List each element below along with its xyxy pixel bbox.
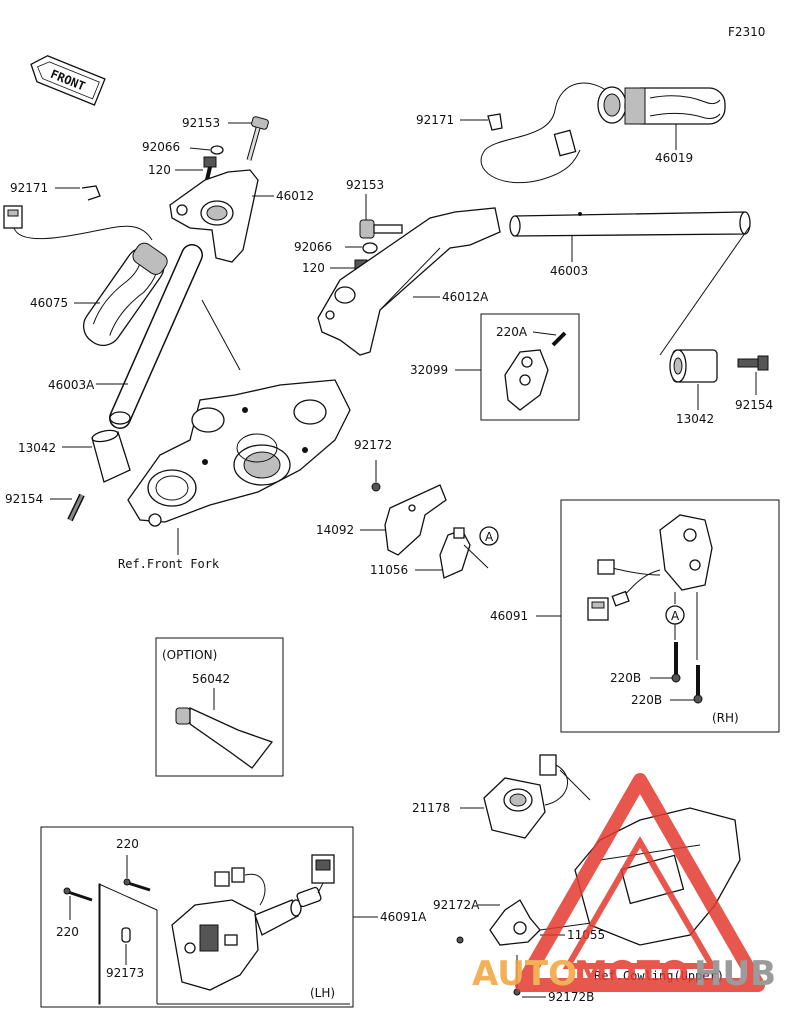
bolt-92154-right: [737, 355, 769, 371]
label-56042: 56042: [192, 672, 230, 686]
grip-46075: [82, 242, 168, 347]
label-46012A: 46012A: [442, 290, 489, 304]
spring-92173: [121, 927, 131, 943]
bolt-92153-mid: [359, 219, 403, 239]
label-220-1: 220: [116, 837, 139, 851]
front-arrow-icon: FRONT: [30, 55, 106, 106]
label-32099: 32099: [410, 363, 448, 377]
bar-end-13042-right: [669, 349, 718, 383]
label-13042-left: 13042: [18, 441, 56, 455]
rh-label: (RH): [712, 711, 739, 725]
screw-92172A: [456, 936, 464, 944]
label-21178: 21178: [412, 801, 450, 815]
grease-tube-56042: [175, 706, 274, 769]
callout-a-1-label: A: [485, 530, 494, 544]
label-220B-1: 220B: [610, 671, 641, 685]
grip-46019: [597, 86, 726, 125]
box-32099: [480, 313, 580, 421]
clip-92171-right: [487, 113, 503, 131]
label-220A: 220A: [496, 325, 528, 339]
bolt-92153-top: [246, 116, 269, 161]
clip-92171-left: [81, 185, 101, 201]
watermark-triangle-outer: [515, 773, 765, 992]
label-92153-mid: 92153: [346, 178, 384, 192]
label-92172A: 92172A: [433, 898, 480, 912]
label-92154-left: 92154: [5, 492, 43, 506]
label-46091A: 46091A: [380, 910, 427, 924]
controller-21178: [483, 754, 591, 839]
label-220B-2: 220B: [631, 693, 662, 707]
washer-92066-top: [210, 145, 224, 155]
label-92173: 92173: [106, 966, 144, 980]
label-46003: 46003: [550, 264, 588, 278]
label-92171-right: 92171: [416, 113, 454, 127]
watermark-moto: MOTO: [574, 954, 689, 994]
label-46019: 46019: [655, 151, 693, 165]
switch-46091A: [171, 854, 335, 991]
label-92066-top: 92066: [142, 140, 180, 154]
screw-220B-1: [671, 642, 681, 683]
figure-code: F2310: [728, 25, 765, 39]
cover-14092: [384, 484, 447, 556]
label-220-2: 220: [56, 925, 79, 939]
label-92171-left: 92171: [10, 181, 48, 195]
label-13042-right: 13042: [676, 412, 714, 426]
bolt-92154-left: [67, 493, 85, 522]
label-92066-mid: 92066: [294, 240, 332, 254]
clip-on-46012A: [317, 207, 501, 356]
label-92154-right: 92154: [735, 398, 773, 412]
watermark-hub: HUB: [694, 954, 776, 994]
screw-220-1: [123, 878, 151, 892]
option-label: (OPTION): [162, 648, 217, 662]
label-120-mid: 120: [302, 261, 325, 275]
label-120-top: 120: [148, 163, 171, 177]
label-92172B: 92172B: [548, 990, 594, 1004]
option-box: [155, 637, 284, 777]
lh-label: (LH): [310, 986, 335, 1000]
switch-32099: [504, 331, 567, 411]
screw-92172: [371, 482, 381, 492]
triple-clamp: [127, 379, 351, 527]
ref-front-fork: Ref.Front Fork: [118, 557, 220, 571]
handlebar-46003: [509, 211, 751, 237]
label-46003A: 46003A: [48, 378, 95, 392]
bolt-120-top: [203, 156, 217, 181]
label-46012: 46012: [276, 189, 314, 203]
bracket-11056: [439, 527, 471, 579]
lh-inner-line: [98, 883, 101, 1005]
clip-on-46012: [169, 169, 259, 263]
automotohub-watermark: AUTO MOTO HUB: [472, 773, 776, 994]
label-92172: 92172: [354, 438, 392, 452]
label-14092: 14092: [316, 523, 354, 537]
callout-a-2-label: A: [671, 609, 680, 623]
switch-46091: [587, 514, 713, 621]
handlebar-46003A: [109, 244, 203, 429]
label-46075: 46075: [30, 296, 68, 310]
washer-92066-mid: [362, 242, 378, 254]
callout-a-1: [479, 526, 499, 546]
screw-220-2: [63, 887, 93, 902]
bar-end-13042-left: [91, 429, 131, 483]
label-46091: 46091: [490, 609, 528, 623]
screw-220B-2: [693, 665, 703, 704]
grip-wire-right: [480, 82, 613, 184]
grip-wire-left: [3, 205, 153, 241]
watermark-auto: AUTO: [472, 954, 577, 994]
watermark-triangle-inner: [562, 836, 718, 969]
label-92153-top: 92153: [182, 116, 220, 130]
label-11056: 11056: [370, 563, 408, 577]
